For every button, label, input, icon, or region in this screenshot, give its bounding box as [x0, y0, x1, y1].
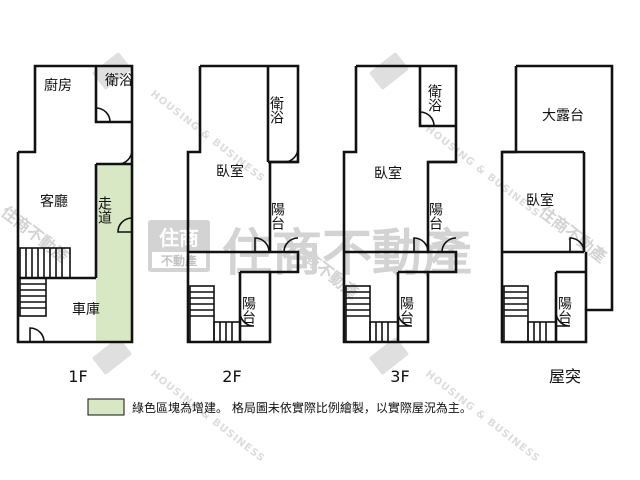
room-label: 陽台 — [427, 202, 443, 230]
door-icon — [239, 311, 255, 327]
room-label: 走道 — [96, 196, 112, 225]
room-label: 臥室 — [216, 163, 244, 180]
room-label: 廚房 — [44, 77, 72, 94]
watermark-corner-logo — [92, 52, 409, 375]
door-icon — [569, 237, 585, 253]
floor-2f-plan: 衛浴 臥室 陽台 陽台 2F — [186, 64, 300, 386]
addition-area — [96, 164, 132, 342]
room-label: 客廳 — [40, 193, 68, 210]
door-icon — [254, 237, 270, 253]
door-icon — [29, 327, 45, 343]
door-icon — [283, 237, 299, 253]
floor-label: 2F — [222, 367, 241, 386]
floor-label: 3F — [390, 367, 409, 386]
door-icon — [95, 107, 111, 123]
floor-1f-plan: 廚房 衛浴 客廳 走道 車庫 1F — [16, 64, 134, 386]
room-label: 大露台 — [542, 108, 584, 124]
staircase — [19, 247, 71, 317]
door-icon — [419, 111, 435, 127]
room-label: 車庫 — [72, 301, 100, 318]
staircase — [503, 285, 557, 343]
floor-roof-plan: 大露台 臥室 陽台 屋突 — [500, 64, 614, 386]
watermark-tagline: HOUSING & BUSINESS — [148, 89, 267, 185]
floor-label: 1F — [68, 367, 87, 386]
floor-3f-plan: 衛浴 臥室 陽台 陽台 3F — [342, 64, 458, 386]
door-icon — [117, 217, 133, 233]
door-icon — [397, 311, 413, 327]
room-label: 衛浴 — [268, 96, 284, 124]
legend-swatch — [87, 398, 125, 416]
room-label: 陽台 — [556, 296, 572, 324]
room-label: 陽台 — [398, 296, 414, 324]
room-label: 臥室 — [526, 192, 554, 209]
floor-1f-outer-wall — [16, 64, 134, 344]
door-icon — [413, 237, 429, 253]
staircase — [345, 285, 399, 343]
watermark-tagline: HOUSING & BUSINESS — [148, 369, 267, 465]
room-label: 衛浴 — [426, 84, 442, 112]
floor-label: 屋突 — [549, 367, 581, 386]
room-label: 衛浴 — [105, 73, 133, 89]
door-icon — [441, 237, 457, 253]
door-icon — [555, 311, 571, 327]
door-icon — [283, 147, 299, 163]
legend-text: 綠色區塊為增建。 格局圖未依實際比例繪製，以實際屋況為主。 — [132, 400, 472, 415]
room-label: 陽台 — [269, 202, 285, 230]
watermark-logo-bottom: 不動產 — [161, 253, 197, 268]
legend: 綠色區塊為增建。 格局圖未依實際比例繪製，以實際屋況為主。 — [87, 398, 472, 416]
staircase — [189, 285, 241, 343]
room-label: 陽台 — [240, 296, 256, 324]
watermark-logo-top: 住商 — [159, 226, 199, 250]
room-label: 臥室 — [374, 165, 402, 182]
door-icon — [117, 149, 133, 165]
watermark-tagline: HOUSING & BUSINESS — [423, 369, 542, 465]
watermark-company-diagonal: 住商不動產 — [536, 202, 611, 266]
